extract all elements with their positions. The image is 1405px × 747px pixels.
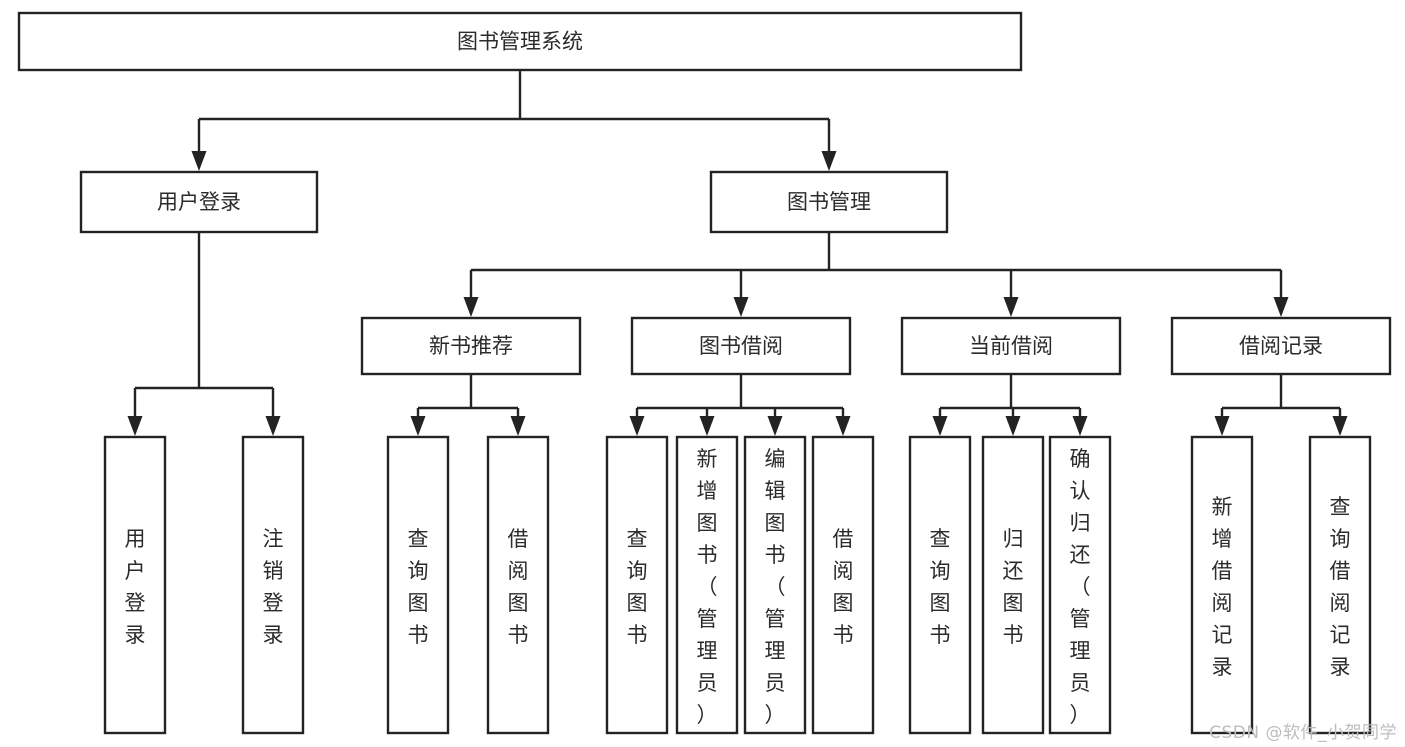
node-user-login[interactable]: 用户登录 (79, 170, 319, 234)
node-leaf-query-book-recommend-box[interactable] (386, 435, 450, 735)
connector-group (629, 374, 851, 436)
arrow-head-icon (1332, 416, 1348, 436)
node-leaf-query-borrow-record-box[interactable] (1308, 435, 1372, 735)
node-current-borrow-box[interactable] (900, 316, 1122, 376)
node-new-book-recommend-box[interactable] (360, 316, 582, 376)
node-leaf-edit-book-admin-box[interactable] (743, 435, 807, 735)
connector-group (1214, 374, 1348, 436)
node-new-book-recommend-label: 新书推荐 (429, 334, 513, 358)
arrow-head-icon (265, 416, 281, 436)
connector-layer (127, 70, 1348, 436)
node-leaf-user-login-box[interactable] (103, 435, 167, 735)
node-leaf-user-logout-label: 注销登录 (263, 527, 284, 647)
arrow-head-icon (510, 416, 526, 436)
node-leaf-borrow-book[interactable]: 借阅图书 (811, 435, 875, 735)
arrow-head-icon (767, 416, 783, 436)
node-leaf-add-borrow-record-box[interactable] (1190, 435, 1254, 735)
node-leaf-return-book-label: 归还图书 (1003, 527, 1024, 647)
node-leaf-return-book[interactable]: 归还图书 (981, 435, 1045, 735)
node-book-manage-box[interactable] (709, 170, 949, 234)
node-leaf-borrow-book-label: 借阅图书 (833, 527, 854, 647)
node-leaf-query-borrow-record[interactable]: 查询借阅记录 (1308, 435, 1372, 735)
connector-group (463, 232, 1289, 317)
node-leaf-return-book-box[interactable] (981, 435, 1045, 735)
node-leaf-query-book-borrow-label: 查询图书 (627, 527, 648, 647)
node-leaf-query-book-current-box[interactable] (908, 435, 972, 735)
node-leaf-query-book-current[interactable]: 查询图书 (908, 435, 972, 735)
arrow-head-icon (629, 416, 645, 436)
arrow-head-icon (1273, 297, 1289, 317)
node-leaf-add-book-admin-box[interactable] (675, 435, 739, 735)
node-leaf-user-logout[interactable]: 注销登录 (241, 435, 305, 735)
node-root-box[interactable] (17, 11, 1023, 72)
node-leaf-edit-book-admin-label: 编辑图书（管理员） (765, 447, 786, 727)
node-leaf-query-book-current-label: 查询图书 (930, 527, 951, 647)
node-leaf-add-borrow-record[interactable]: 新增借阅记录 (1190, 435, 1254, 735)
node-leaf-query-borrow-record-label: 查询借阅记录 (1330, 495, 1351, 679)
arrow-head-icon (932, 416, 948, 436)
node-borrow-record-box[interactable] (1170, 316, 1392, 376)
arrow-head-icon (1072, 416, 1088, 436)
node-leaf-add-borrow-record-label: 新增借阅记录 (1212, 495, 1233, 679)
node-leaf-borrow-book-recommend-box[interactable] (486, 435, 550, 735)
arrow-head-icon (699, 416, 715, 436)
arrow-head-icon (1214, 416, 1230, 436)
arrow-head-icon (127, 416, 143, 436)
arrow-head-icon (733, 297, 749, 317)
node-book-borrow-label: 图书借阅 (699, 334, 783, 358)
node-leaf-user-login-label: 用户登录 (125, 527, 146, 647)
node-new-book-recommend[interactable]: 新书推荐 (360, 316, 582, 376)
node-borrow-record[interactable]: 借阅记录 (1170, 316, 1392, 376)
node-book-borrow-box[interactable] (630, 316, 852, 376)
connector-group (127, 232, 281, 436)
node-leaf-borrow-book-box[interactable] (811, 435, 875, 735)
node-root-label: 图书管理系统 (457, 30, 583, 54)
arrow-head-icon (463, 297, 479, 317)
arrow-head-icon (835, 416, 851, 436)
node-leaf-confirm-return-admin[interactable]: 确认归还（管理员） (1048, 435, 1112, 735)
arrow-head-icon (821, 151, 837, 171)
arrow-head-icon (410, 416, 426, 436)
node-leaf-user-login[interactable]: 用户登录 (103, 435, 167, 735)
node-leaf-edit-book-admin[interactable]: 编辑图书（管理员） (743, 435, 807, 735)
node-leaf-query-book-recommend-label: 查询图书 (408, 527, 429, 647)
node-layer: 图书管理系统用户登录图书管理新书推荐图书借阅当前借阅借阅记录用户登录注销登录查询… (17, 11, 1392, 735)
node-leaf-query-book-recommend[interactable]: 查询图书 (386, 435, 450, 735)
node-current-borrow-label: 当前借阅 (969, 334, 1053, 358)
node-leaf-add-book-admin-label: 新增图书（管理员） (697, 447, 718, 727)
node-leaf-borrow-book-recommend[interactable]: 借阅图书 (486, 435, 550, 735)
node-book-manage-label: 图书管理 (787, 190, 871, 214)
node-leaf-confirm-return-admin-label: 确认归还（管理员） (1070, 447, 1091, 727)
node-leaf-add-book-admin[interactable]: 新增图书（管理员） (675, 435, 739, 735)
node-leaf-borrow-book-recommend-label: 借阅图书 (508, 527, 529, 647)
connector-group (410, 374, 526, 436)
connector-group (932, 374, 1088, 436)
node-root[interactable]: 图书管理系统 (17, 11, 1023, 72)
node-book-borrow[interactable]: 图书借阅 (630, 316, 852, 376)
node-leaf-user-logout-box[interactable] (241, 435, 305, 735)
node-current-borrow[interactable]: 当前借阅 (900, 316, 1122, 376)
node-user-login-label: 用户登录 (157, 190, 241, 214)
arrow-head-icon (1005, 416, 1021, 436)
node-leaf-confirm-return-admin-box[interactable] (1048, 435, 1112, 735)
node-book-manage[interactable]: 图书管理 (709, 170, 949, 234)
arrow-head-icon (1003, 297, 1019, 317)
node-leaf-query-book-borrow[interactable]: 查询图书 (605, 435, 669, 735)
node-leaf-query-book-borrow-box[interactable] (605, 435, 669, 735)
connector-group (191, 70, 837, 171)
node-user-login-box[interactable] (79, 170, 319, 234)
arrow-head-icon (191, 151, 207, 171)
node-borrow-record-label: 借阅记录 (1239, 334, 1323, 358)
